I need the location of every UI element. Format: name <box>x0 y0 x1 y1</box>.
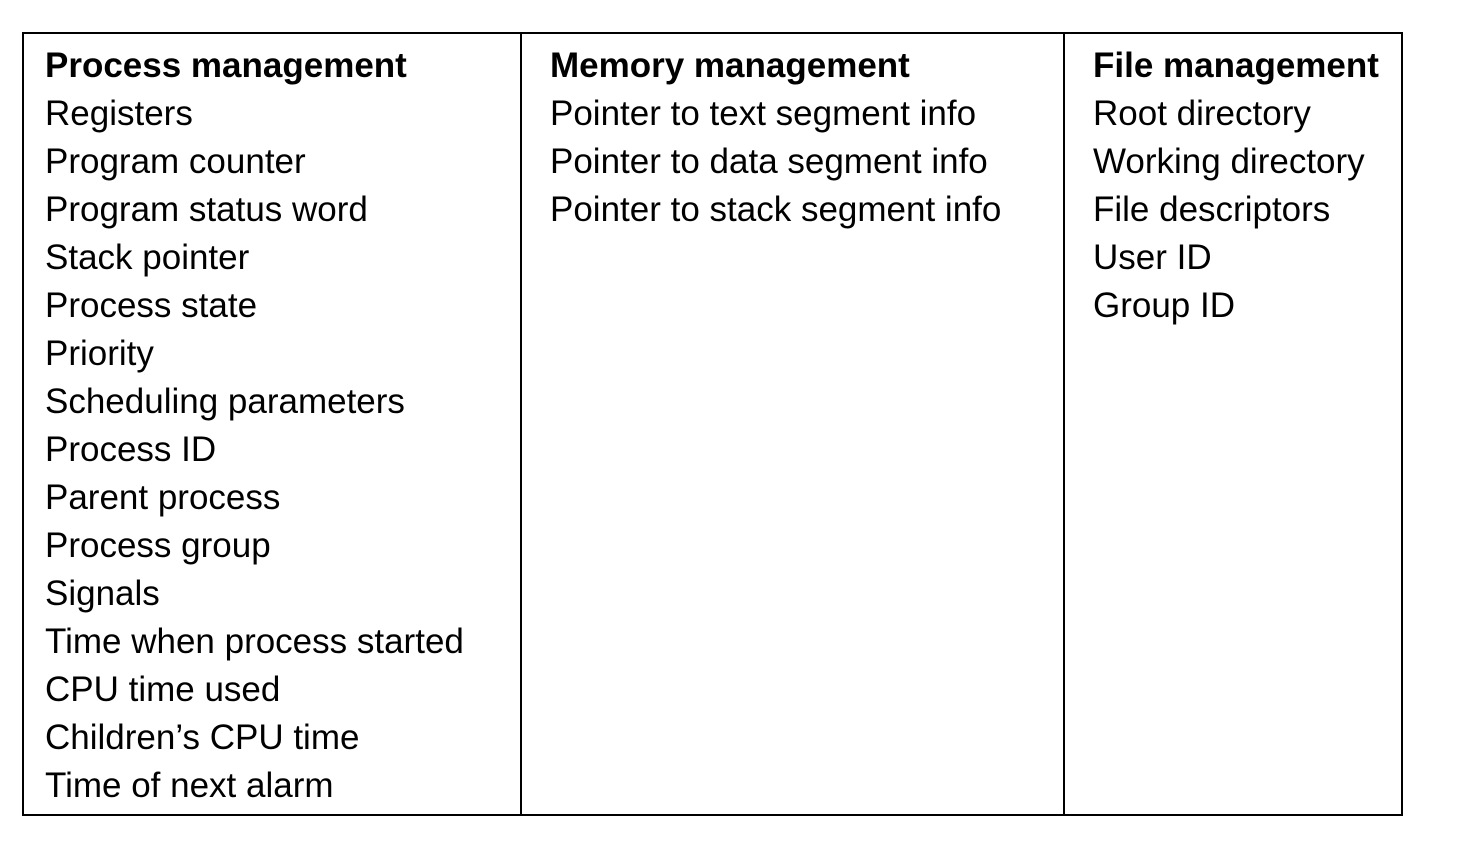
field-item: Pointer to text segment info <box>550 94 977 133</box>
field-item: Process ID <box>45 430 217 469</box>
field-item: Signals <box>45 574 160 613</box>
field-item: Registers <box>45 94 193 133</box>
field-item: Working directory <box>1093 142 1365 181</box>
field-item: CPU time used <box>45 670 281 709</box>
field-item: Pointer to stack segment info <box>550 190 1002 229</box>
field-item: Process state <box>45 286 258 325</box>
field-item: Group ID <box>1093 286 1235 325</box>
field-item: Program status word <box>45 190 368 229</box>
field-item: Stack pointer <box>45 238 250 277</box>
field-item: User ID <box>1093 238 1212 277</box>
field-item: Time of next alarm <box>45 766 334 805</box>
column-header-process-management: Process management <box>45 46 407 85</box>
column-header-file-management: File management <box>1093 46 1379 85</box>
field-item: Children’s CPU time <box>45 718 360 757</box>
field-item: Time when process started <box>45 622 464 661</box>
field-item: File descriptors <box>1093 190 1331 229</box>
column-header-memory-management: Memory management <box>550 46 910 85</box>
column-memory-management: Memory management Pointer to text segmen… <box>520 34 1063 814</box>
field-item: Pointer to data segment info <box>550 142 988 181</box>
field-item: Scheduling parameters <box>45 382 405 421</box>
field-item: Root directory <box>1093 94 1311 133</box>
field-item: Process group <box>45 526 271 565</box>
field-item: Parent process <box>45 478 281 517</box>
field-item: Program counter <box>45 142 306 181</box>
field-item: Priority <box>45 334 154 373</box>
